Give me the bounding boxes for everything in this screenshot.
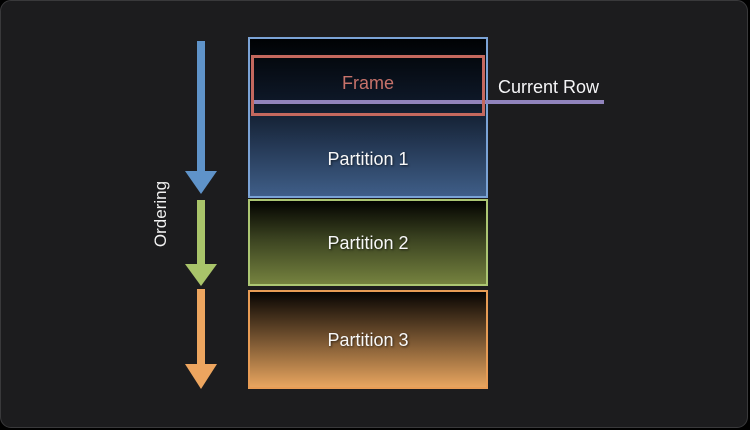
ordering-arrow-green-shaft <box>197 200 205 264</box>
partition-2-label: Partition 2 <box>327 233 409 253</box>
partition-1-box <box>248 37 488 198</box>
partition-2-box <box>248 199 488 286</box>
down-arrow-icon <box>185 171 217 194</box>
current-row-line <box>254 100 604 104</box>
ordering-axis-label: Ordering <box>151 180 170 248</box>
ordering-arrow-blue-shaft <box>197 41 205 171</box>
down-arrow-icon <box>185 364 217 389</box>
frame-label: Frame <box>341 73 394 93</box>
partition-3-box <box>248 290 488 389</box>
partition-1-label: Partition 1 <box>327 149 409 169</box>
current-row-label: Current Row <box>498 77 600 97</box>
frame-box <box>251 55 485 116</box>
partition-3-label: Partition 3 <box>327 330 409 350</box>
ordering-arrow-orange-shaft <box>197 289 205 364</box>
down-arrow-icon <box>185 264 217 286</box>
